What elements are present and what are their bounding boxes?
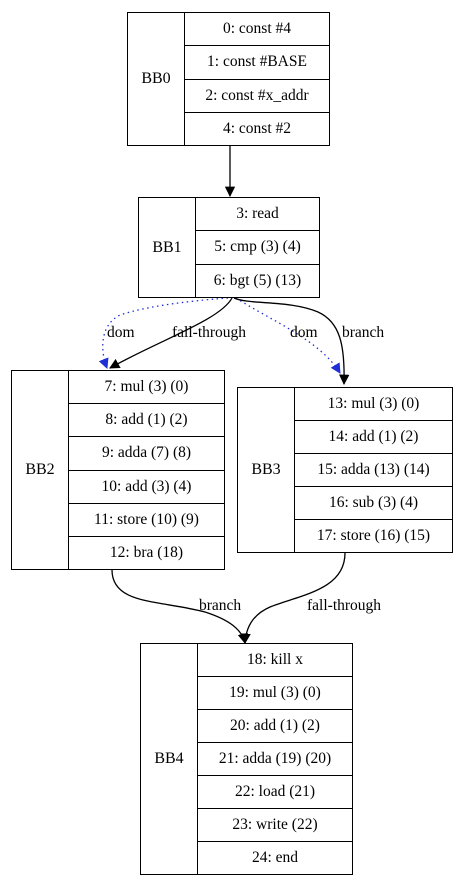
instruction-row: 14: add (1) (2) [295,420,452,453]
block-label-bb3: BB3 [238,388,295,552]
instruction-row: 24: end [198,841,352,874]
edge-bb1-bb3-dom [235,297,341,374]
block-label-bb2: BB2 [12,371,69,569]
instruction-row: 5: cmp (3) (4) [196,230,319,263]
instruction-row: 20: add (1) (2) [198,709,352,742]
edge-label-bb1-bb3-dom: dom [290,324,318,341]
edge-label-bb1-bb3-branch: branch [342,324,385,341]
instruction-row: 13: mul (3) (0) [327,395,420,412]
instruction-row: 1: const #BASE [185,45,329,78]
block-bb0: BB0 0: const #4 1: const #BASE 2: const … [127,12,330,146]
edge-label-bb3-bb4-fallthrough: fall-through [307,597,382,614]
block-bb4: BB4 18: kill x 19: mul (3) (0) 20: add (… [140,643,353,875]
instruction-row: 6: bgt (5) (13) [196,263,319,297]
block-bb1: BB1 3: read 5: cmp (3) (4) 6: bgt (5) (1… [138,197,320,298]
edge-label-bb1-bb2-dom: dom [107,324,135,341]
instruction-row: 4: const #2 [185,111,329,145]
instruction-row: 18: kill x [247,651,303,668]
instruction-row: 9: adda (7) (8) [69,436,224,469]
edge-label-bb1-bb2-fallthrough: fall-through [172,324,247,341]
instruction-row: 15: adda (13) (14) [295,453,452,486]
instruction-row: 11: store (10) (9) [69,502,224,536]
block-bb3: BB3 13: mul (3) (0) 14: add (1) (2) 15: … [237,387,453,553]
instruction-row: 12: bra (18) [69,535,224,569]
instruction-row: 0: const #4 [222,20,292,38]
instruction-row: 22: load (21) [198,775,352,808]
block-label-bb4: BB4 [141,644,198,874]
instruction-row: 16: sub (3) (4) [295,486,452,519]
edge-bb3-bb4-fallthrough [240,552,346,645]
block-label-bb0: BB0 [128,13,185,145]
instruction-row: 17: store (16) (15) [295,519,452,552]
instruction-row: 21: adda (19) (20) [198,742,352,775]
instruction-row: 23: write (22) [198,808,352,841]
instruction-row: 10: add (3) (4) [69,469,224,503]
instruction-row: 3: read [236,205,279,223]
edge-label-bb2-bb4-branch: branch [199,597,242,614]
block-label-bb1: BB1 [139,198,196,297]
edge-bb1-bb2-fallthrough [109,297,233,369]
block-bb2: BB2 7: mul (3) (0) 8: add (1) (2) 9: add… [11,370,225,570]
instruction-row: 8: add (1) (2) [69,403,224,436]
instruction-row: 2: const #x_addr [185,78,329,112]
edge-bb1-bb3-branch [233,297,350,386]
edge-bb2-bb4-branch [111,569,248,645]
instruction-row: 19: mul (3) (0) [198,676,352,709]
instruction-row: 7: mul (3) (0) [104,378,189,396]
